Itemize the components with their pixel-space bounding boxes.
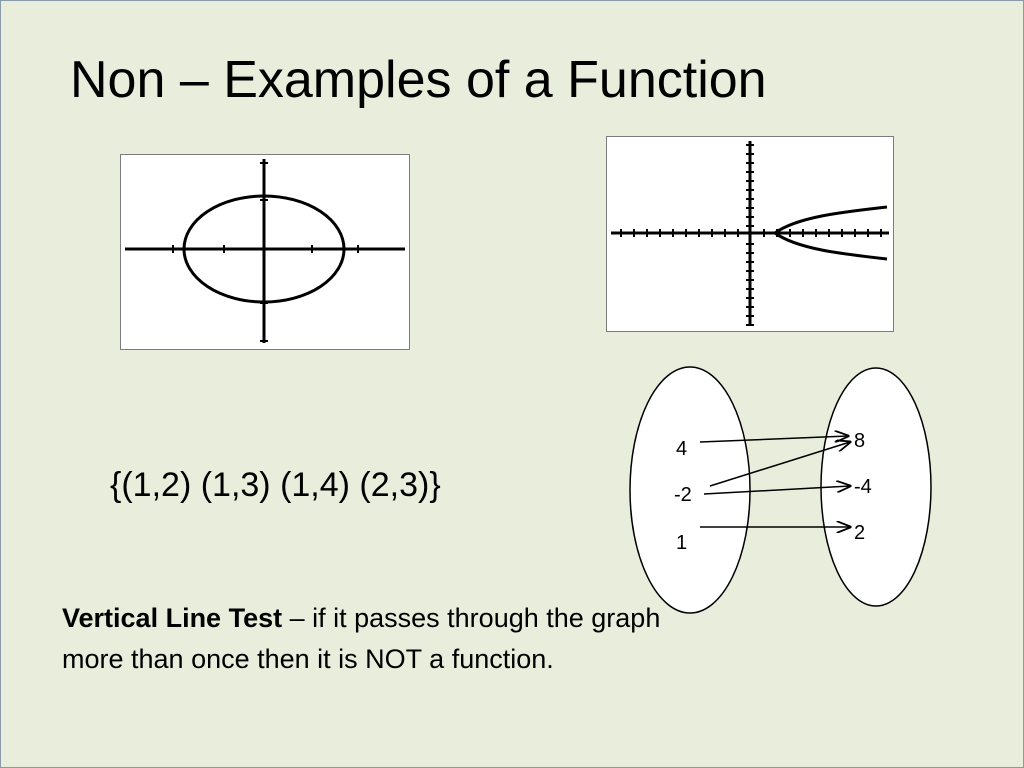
range-value-2: -4 bbox=[854, 476, 872, 498]
vertical-line-test-note: Vertical Line Test – if it passes throug… bbox=[62, 598, 692, 680]
mapping-diagram: 4 -2 1 8 -4 2 bbox=[629, 366, 932, 614]
arrow-4-to-8 bbox=[699, 436, 848, 443]
vertical-line-test-description: – if it passes through the graph more th… bbox=[62, 603, 661, 674]
domain-value-3: 1 bbox=[676, 532, 687, 554]
arrow-neg2-to-neg4 bbox=[703, 486, 850, 495]
parabola-graph bbox=[606, 136, 894, 332]
range-value-1: 8 bbox=[854, 430, 865, 452]
vertical-line-test-term: Vertical Line Test bbox=[62, 603, 283, 633]
ellipse-graph bbox=[120, 154, 410, 350]
range-value-3: 2 bbox=[854, 522, 865, 544]
domain-value-1: 4 bbox=[676, 438, 687, 460]
slide-title: Non – Examples of a Function bbox=[70, 51, 767, 109]
parabola-curve bbox=[772, 205, 888, 261]
arrow-neg2-to-8 bbox=[709, 442, 850, 487]
domain-oval bbox=[629, 366, 751, 614]
ordered-pairs-set: {(1,2) (1,3) (1,4) (2,3)} bbox=[110, 466, 441, 504]
domain-value-2: -2 bbox=[674, 484, 692, 506]
